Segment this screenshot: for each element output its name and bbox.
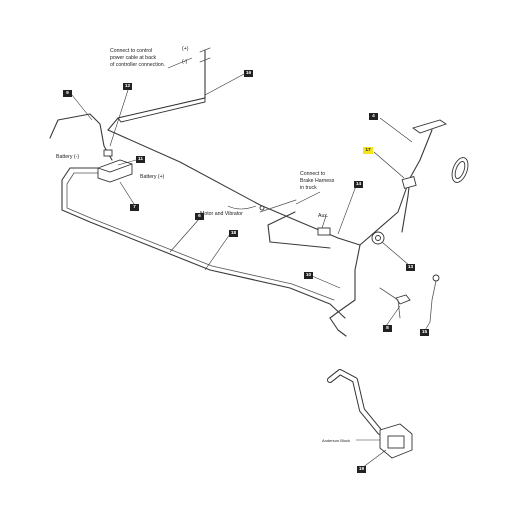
note-aux: Aux.: [318, 213, 328, 219]
callout-16: 16: [244, 70, 253, 77]
svg-text:12: 12: [125, 83, 131, 89]
battery-box-top: [97, 163, 133, 173]
brake-lead: [267, 211, 331, 249]
switch-lead-4: [409, 129, 433, 179]
ring-lead: [429, 280, 437, 323]
callout-7: 7: [130, 204, 139, 211]
note-brake-line3: in truck: [300, 185, 317, 191]
svg-text:13: 13: [408, 264, 414, 270]
callout-19: 19: [357, 466, 366, 473]
note-brake-line1: Connect to: [300, 171, 325, 177]
splice-6: [259, 205, 265, 211]
wire-harness: [49, 47, 433, 337]
leader-4: [379, 117, 413, 143]
callout-tags: 9 12 16 11 7 4 17 14 6 18 13 10 8 15 19: [63, 70, 429, 473]
note-minus: (-): [182, 59, 187, 65]
leader-9: [71, 94, 93, 121]
anderson-cable-inner: [328, 370, 382, 434]
components: [97, 97, 469, 459]
svg-text:8: 8: [386, 325, 389, 331]
svg-text:9: 9: [66, 90, 69, 96]
switch-bracket-4: [411, 119, 448, 134]
lamp-lens: [454, 160, 466, 180]
svg-text:4: 4: [372, 113, 375, 119]
connector-12: [103, 149, 113, 157]
fuse-lead: [379, 287, 401, 319]
aux-connector: [317, 227, 331, 236]
callout-14: 14: [354, 181, 363, 188]
svg-text:11: 11: [138, 156, 143, 162]
callout-15: 15: [420, 329, 429, 336]
note-brake-line2: Brake Harness: [300, 178, 335, 184]
leader-motor-note: [227, 205, 257, 210]
callout-9: 9: [63, 90, 72, 97]
leader-7: [119, 181, 135, 205]
note-controller-line2: power cable at back: [110, 55, 157, 61]
callout-6: 6: [195, 213, 204, 220]
svg-text:16: 16: [246, 70, 252, 76]
note-battery-pos: Battery (+): [140, 174, 165, 180]
svg-text:10: 10: [306, 272, 312, 278]
brake-lead-end: [259, 199, 297, 213]
note-controller-line1: Connect to control: [110, 48, 152, 54]
svg-text:18: 18: [231, 230, 237, 236]
battery-cable-9: [49, 113, 113, 161]
callout-11: 11: [136, 156, 145, 163]
callout-4: 4: [369, 113, 378, 120]
svg-text:14: 14: [356, 181, 362, 187]
svg-text:7: 7: [133, 204, 136, 210]
svg-text:15: 15: [422, 329, 428, 335]
lamp-plug: [401, 176, 417, 189]
leader-8: [385, 305, 401, 327]
anderson-face: [387, 435, 405, 449]
leader-17: [373, 151, 405, 179]
leader-10: [311, 275, 341, 289]
controller-terminal-b: [199, 57, 211, 63]
harness-loop-inner: [66, 172, 335, 301]
callout-12: 12: [123, 83, 132, 90]
controller-bracket-16: [117, 97, 206, 123]
note-plus: (+): [182, 46, 189, 52]
callout-13: 13: [406, 264, 415, 271]
leader-controller-note: [167, 57, 193, 69]
svg-text:6: 6: [198, 213, 201, 219]
note-motor-vibrator: Motor and Vibrator: [200, 211, 243, 217]
note-controller-line3: of controller connection.: [110, 62, 165, 68]
callout-8: 8: [383, 325, 392, 332]
callout-10: 10: [304, 272, 313, 279]
callout-18: 18: [229, 230, 238, 237]
leader-lines: [71, 57, 431, 469]
note-anderson: Anderson Block: [322, 438, 350, 443]
leader-19: [361, 449, 387, 469]
leader-18: [204, 233, 231, 271]
harness-10: [329, 244, 361, 319]
fuse-holder-8: [395, 294, 411, 305]
harness-10-plug: [329, 317, 347, 337]
leader-12: [109, 89, 129, 147]
leader-6: [169, 217, 201, 253]
text-notes: Connect to control power cable at back o…: [56, 46, 350, 443]
main-cable: [107, 129, 361, 246]
leader-14: [337, 185, 357, 235]
leader-11: [117, 159, 137, 166]
leader-16: [204, 73, 245, 96]
svg-text:19: 19: [359, 466, 365, 472]
leader-aux-note: [321, 215, 327, 229]
svg-text:17: 17: [365, 147, 371, 153]
leader-brake-note: [295, 191, 321, 205]
harness-loop-18: [61, 167, 346, 319]
callout-17: 17: [363, 147, 373, 154]
battery-box-7: [97, 159, 133, 183]
note-battery-neg: Battery (-): [56, 154, 79, 160]
motor-connector-core: [375, 235, 381, 241]
leader-13: [381, 241, 411, 267]
ring-terminal-15: [432, 274, 440, 282]
lamp-lead-17: [359, 177, 411, 246]
controller-terminal-a: [199, 47, 211, 53]
